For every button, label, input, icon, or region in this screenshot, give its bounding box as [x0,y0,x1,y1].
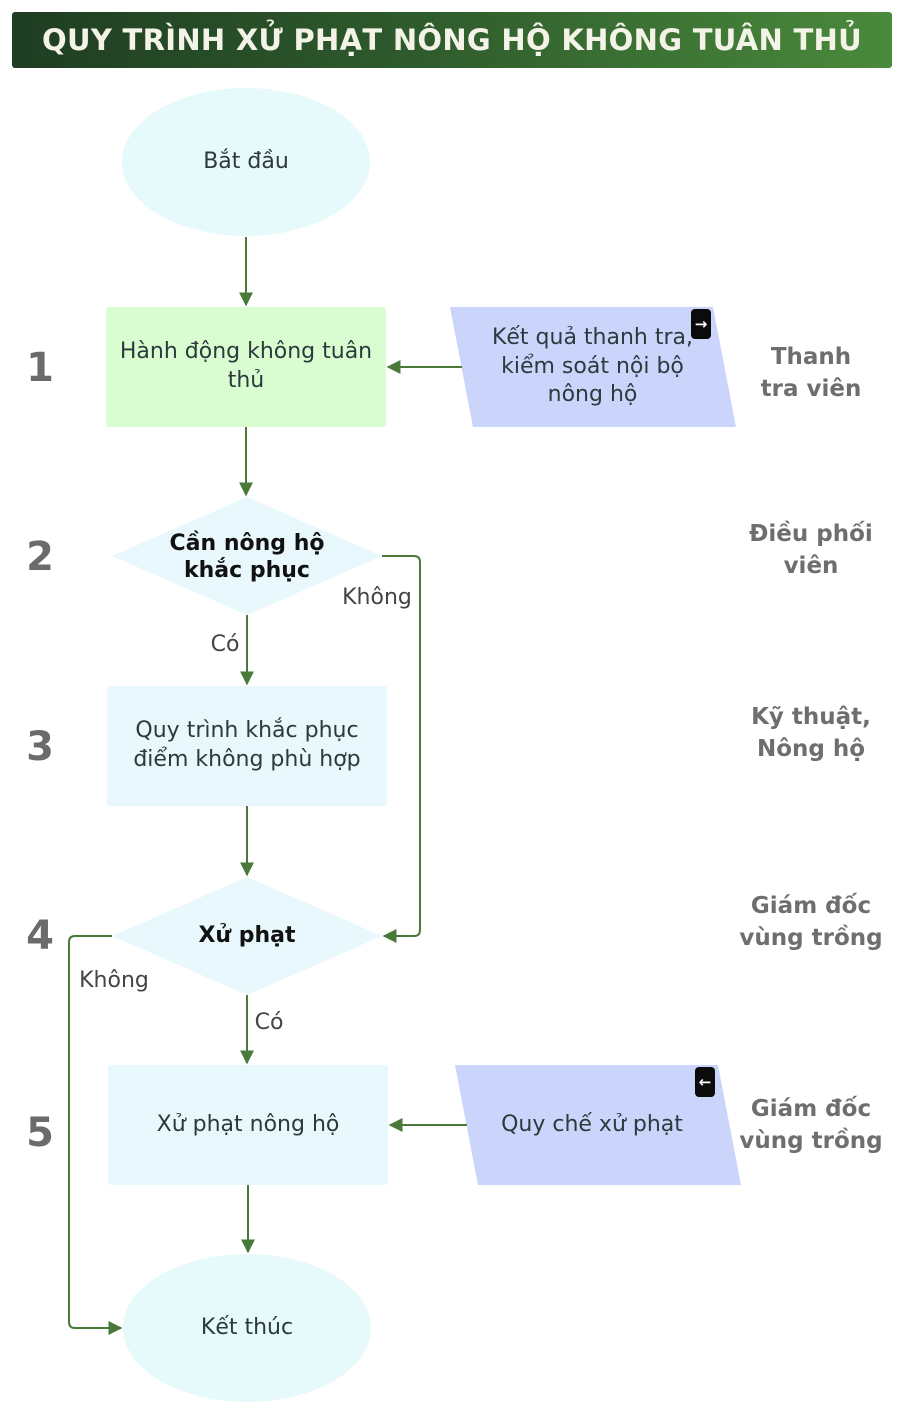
action-label: Hành động không tuân thủ [119,339,373,393]
fix-process-box [107,686,387,806]
edge-label-yes-penalize: Có [254,1009,284,1035]
edge-label-no-need-fix: Không [342,584,412,610]
left-arrow-icon: ← [695,1067,715,1097]
inspection-label: Kết quả thanh tra, kiểm soát nội bộ nông… [491,325,694,408]
role-label-step-2: Điều phối viên [749,520,873,579]
penalize-farmer-label: Xử phạt nông hộ [156,1111,340,1137]
start-label: Bắt đầu [203,148,289,174]
need-fix-decision [112,497,382,615]
penalize-decision-label: Xử phạt [198,922,296,948]
step-number-1: 1 [26,345,54,391]
step-number-4: 4 [26,913,54,959]
enter-arrow-icon: → [691,309,711,339]
step-number-2: 2 [26,534,54,580]
step-number-5: 5 [26,1110,54,1156]
start-terminal [122,88,370,236]
edge-label-no-penalize: Không [79,967,149,993]
regulation-label: Quy chế xử phạt [501,1111,683,1137]
inspection-data-box [450,307,736,427]
role-label-step-4: Giám đốc vùng trồng [739,892,883,951]
arrow-need-fix-no [382,555,421,943]
edge-label-yes-need-fix: Có [210,631,240,657]
role-label-step-5: Giám đốc vùng trồng [739,1095,883,1154]
step-number-3: 3 [26,724,54,770]
action-box [106,307,386,427]
arrow-penalize-no [68,935,123,1335]
end-terminal [123,1254,371,1402]
end-label: Kết thúc [200,1314,294,1340]
penalize-farmer-box [108,1065,388,1185]
penalize-decision [112,877,382,995]
regulation-data-box [455,1065,741,1185]
page-title: QUY TRÌNH XỬ PHẠT NÔNG HỘ KHÔNG TUÂN THỦ [12,12,892,68]
fix-process-label: Quy trình khắc phục điểm không phù hợp [133,718,361,772]
role-label-step-1: Thanh tra viên [760,343,862,402]
role-label-step-3: Kỹ thuật, Nông hộ [751,703,871,762]
need-fix-label: Cần nông hộ khắc phục [169,530,325,584]
